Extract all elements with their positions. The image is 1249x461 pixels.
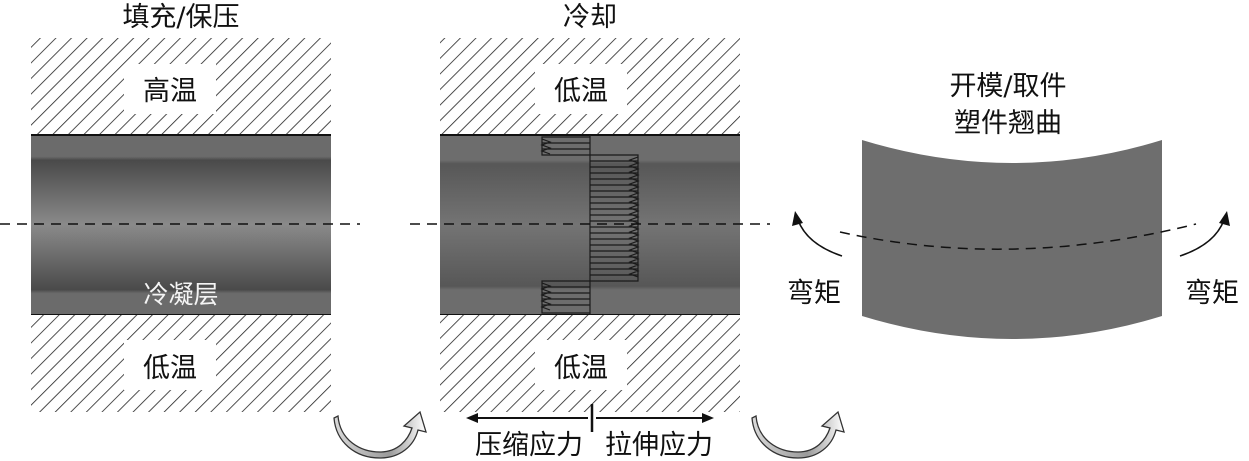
- bending-moment-arrowhead-right: [1219, 211, 1230, 226]
- mold-bottom-label: 低温: [143, 353, 197, 384]
- stage-eject-warpage: 开模/取件 塑件翘曲 弯矩 弯矩: [787, 71, 1239, 339]
- compressive-arrow-head: [466, 413, 478, 423]
- mold-top-label: 低温: [554, 76, 608, 107]
- compressive-stress-label: 压缩应力: [475, 430, 583, 461]
- label-mask: [535, 64, 627, 114]
- molten-part-cross-section: [31, 135, 331, 315]
- frozen-layer-label: 冷凝层: [143, 280, 218, 309]
- stage-cooling: 冷却 低温 低温: [440, 2, 740, 412]
- transition-arrow-1: [333, 410, 427, 459]
- stage-title-cooling: 冷却: [563, 2, 617, 33]
- warped-centerline: [839, 223, 1197, 250]
- label-mask: [535, 340, 627, 390]
- bending-moment-arrow-right: [1179, 219, 1225, 257]
- tensile-stress-label: 拉伸应力: [605, 430, 713, 461]
- stage-title-eject-line2: 塑件翘曲: [954, 108, 1062, 139]
- bending-moment-arrow-left: [797, 219, 843, 257]
- bending-moment-label-left: 弯矩: [787, 278, 841, 309]
- mold-bottom-label: 低温: [554, 353, 608, 384]
- mold-top-label: 高温: [143, 76, 197, 107]
- tensile-zigzag: [628, 156, 640, 278]
- bending-moment-label-right: 弯矩: [1185, 278, 1239, 309]
- stage-title-fill-pack: 填充/保压: [122, 2, 239, 33]
- label-mask: [124, 340, 216, 390]
- transition-arrow-2: [751, 410, 845, 459]
- stage-fill-pack: 填充/保压 高温 冷凝层 低温: [31, 2, 331, 412]
- label-mask: [124, 64, 216, 114]
- warped-part: [862, 140, 1162, 339]
- tensile-arrow-head: [702, 413, 714, 423]
- stage-title-eject-line1: 开模/取件: [949, 71, 1066, 102]
- stress-legend: 压缩应力 拉伸应力: [466, 404, 714, 461]
- residual-stress-profile: [540, 135, 640, 315]
- bending-moment-arrowhead-left: [792, 211, 803, 226]
